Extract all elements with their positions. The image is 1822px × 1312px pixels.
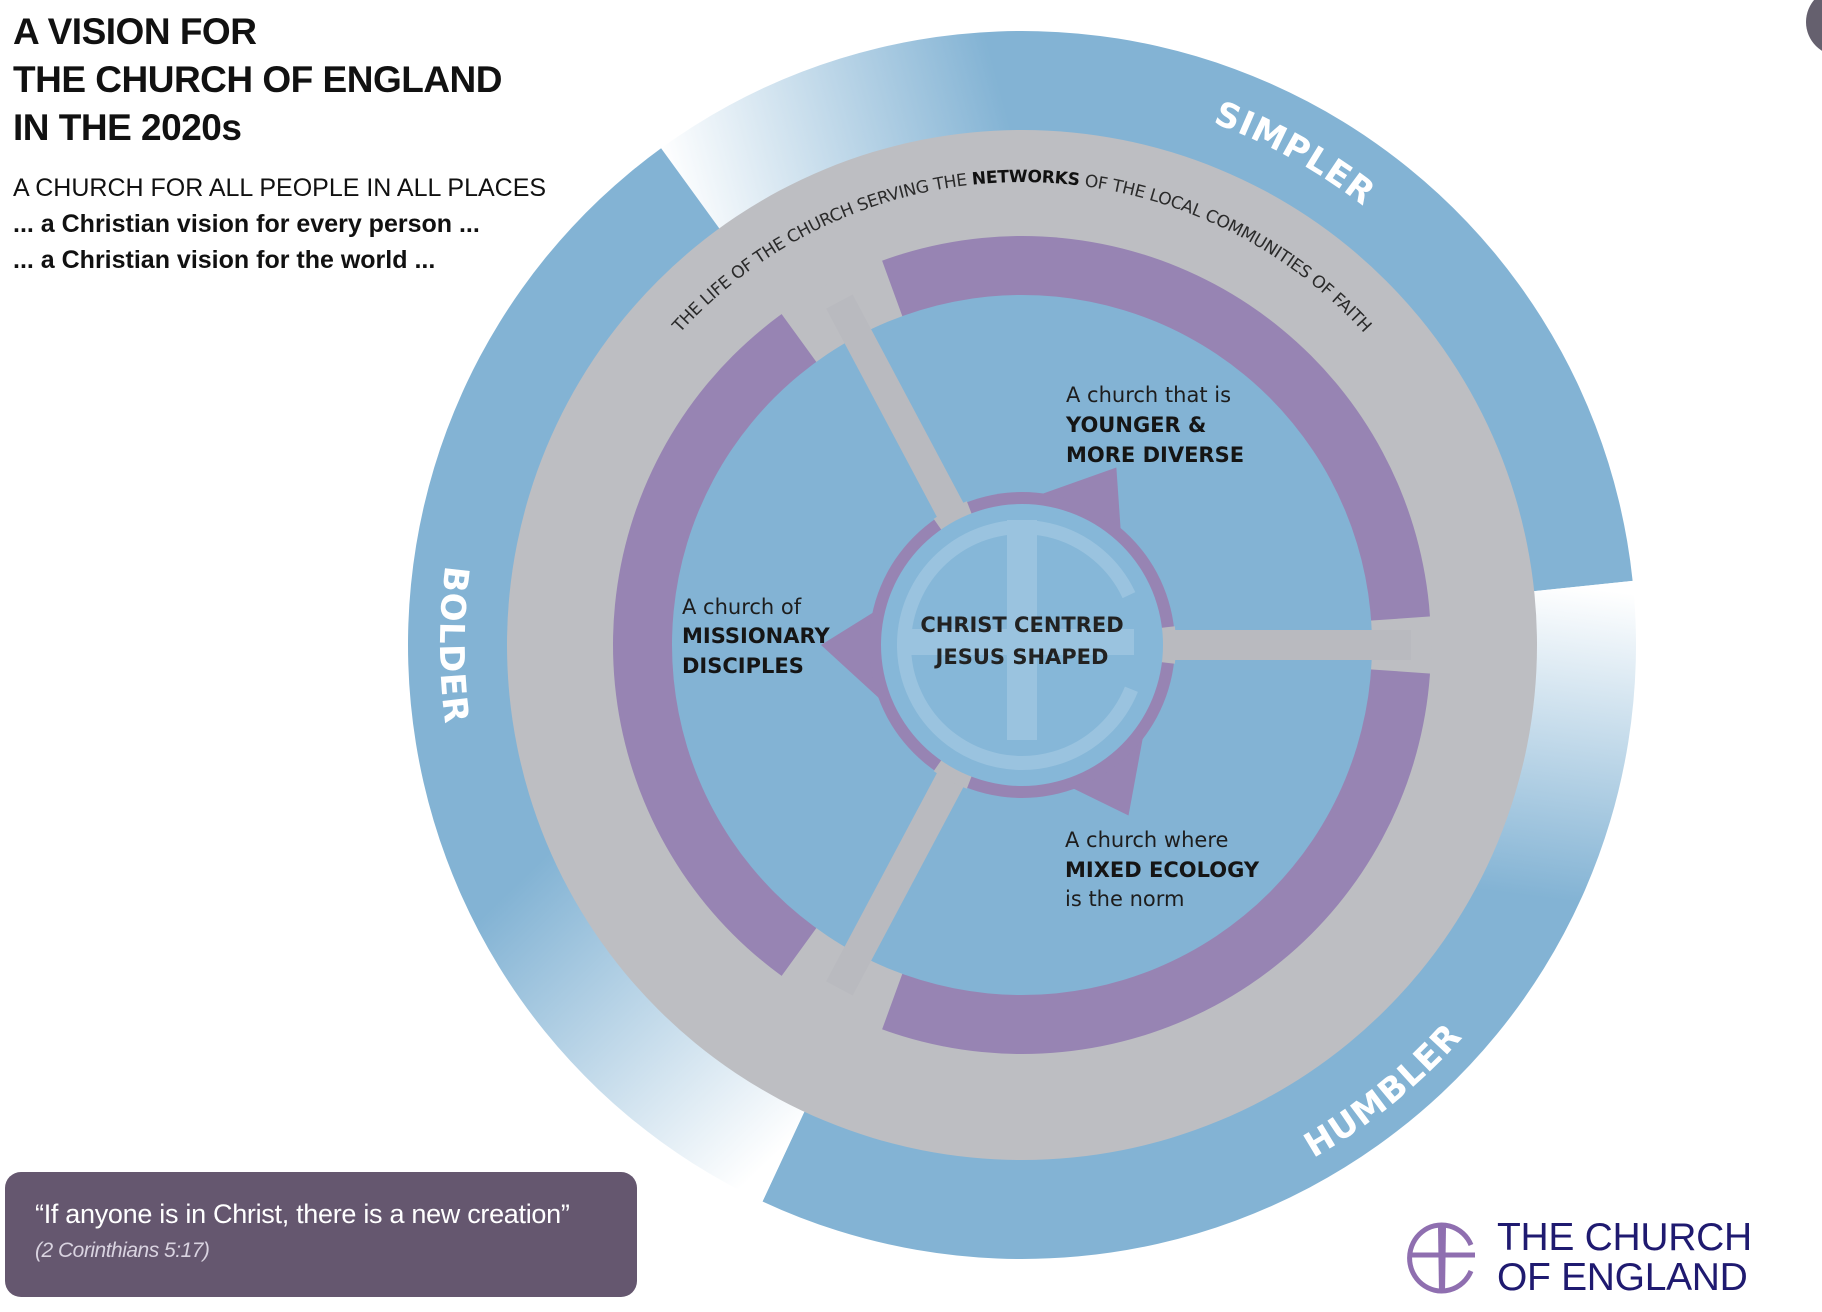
pillar-mixed-ecology: A church where MIXED ECOLOGY is the norm [1065,828,1260,911]
outer-segment-humbler [762,580,1636,1259]
pillar-mixed-bold-1: MIXED ECOLOGY [1065,858,1260,882]
pillar-younger-bold-1: YOUNGER & [1065,413,1206,437]
outer-segment-bolder [407,148,806,1202]
pillar-missionary-pre: A church of [682,595,802,619]
pillar-missionary-bold-2: DISCIPLES [682,654,804,678]
logo-wordmark: THE CHURCH OF ENGLAND [1497,1218,1752,1298]
outer-ring [407,30,1636,1259]
pillar-younger-pre: A church that is [1066,383,1231,407]
church-of-england-logo: THE CHURCH OF ENGLAND [1405,1218,1752,1298]
hub-ring-gap [1159,626,1176,664]
pillar-missionary: A church of MISSIONARY DISCIPLES [682,595,831,678]
hub-line-2: JESUS SHAPED [934,645,1109,669]
quote-reference: (2 Corinthians 5:17) [35,1239,210,1262]
label-bolder: BOLDER [431,564,476,726]
subtitle: A CHURCH FOR ALL PEOPLE IN ALL PLACES ..… [13,170,546,278]
hub-line-1: CHRIST CENTRED [920,613,1123,637]
title-line-3: IN THE 2020s [13,107,242,148]
hub-center [881,504,1163,786]
subtitle-line-1: A CHURCH FOR ALL PEOPLE IN ALL PLACES [13,174,547,202]
quote-text: “If anyone is in Christ, there is a new … [35,1199,570,1229]
quote-box: “If anyone is in Christ, there is a new … [5,1172,637,1297]
pillar-missionary-bold-1: MISSIONARY [682,624,831,648]
hub: CHRIST CENTRED JESUS SHAPED [821,467,1176,816]
cross-in-circle-icon [897,520,1138,770]
subtitle-line-3: ... a Christian vision for the world ... [13,246,436,274]
title-line-2: THE CHURCH OF ENGLAND [13,59,502,100]
hub-ring-gap [933,501,973,532]
page-title: A VISION FOR THE CHURCH OF ENGLAND IN TH… [13,8,502,152]
pillar-younger: A church that is YOUNGER & MORE DIVERSE [1065,383,1244,467]
logo-line-2: OF ENGLAND [1497,1256,1748,1299]
pillar-mixed-post: is the norm [1065,887,1184,911]
cross-in-circle-icon [1407,1222,1475,1294]
networks-text-emphasis: NETWORKS [971,167,1081,191]
title-line-1: A VISION FOR [13,11,257,52]
pillar-mixed-pre: A church where [1065,828,1228,852]
hub-ring-gap [933,758,973,789]
pillar-younger-bold-2: MORE DIVERSE [1066,443,1244,467]
subtitle-line-2: ... a Christian vision for every person … [13,210,480,238]
outer-segment-simpler [661,30,1633,592]
logo-line-1: THE CHURCH [1497,1216,1752,1259]
